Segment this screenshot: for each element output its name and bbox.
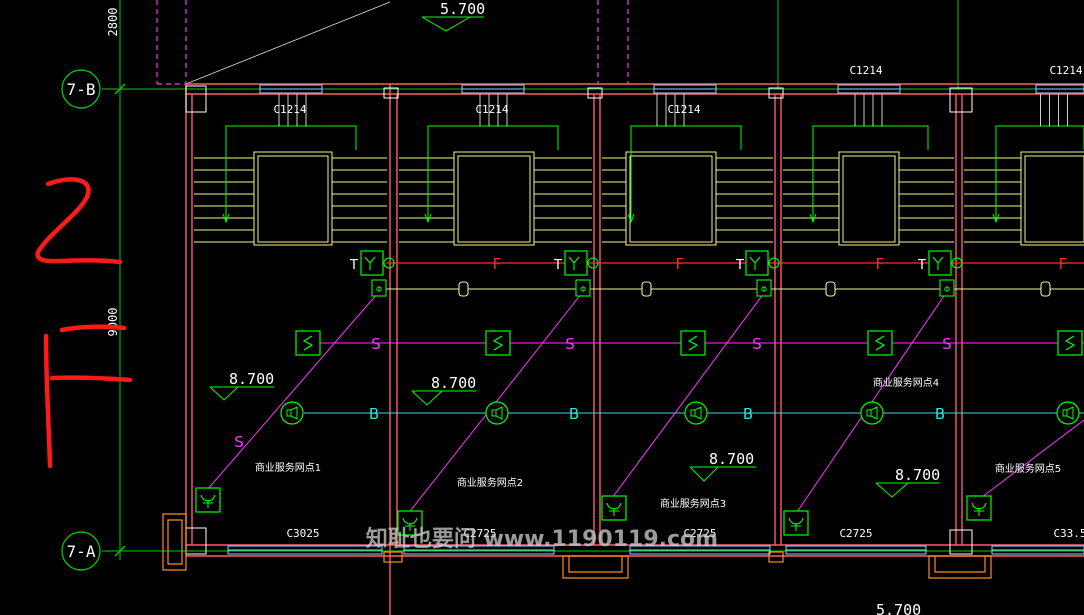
room-label-4: 商业服务网点4 — [873, 376, 939, 389]
alarm-module-icon: Φ — [360, 250, 395, 297]
stairs — [194, 94, 1084, 246]
elevation-marker-room4: 8.700 — [875, 466, 940, 498]
elevation-marker-room2: 8.700 — [411, 374, 476, 406]
alarm-module-icon: Φ — [564, 250, 599, 297]
manual-call-point-icon — [195, 487, 221, 513]
window-label-top-2: C1214 — [475, 103, 508, 116]
fire-label: F — [676, 255, 685, 273]
windows-top — [259, 84, 1084, 94]
broadcast-label: B — [743, 405, 753, 423]
fire-label: F — [876, 255, 885, 273]
speaker-icon — [684, 401, 708, 425]
elevation-marker-bottom: 5.700 — [876, 601, 921, 615]
temp-label: T — [917, 258, 926, 273]
axis-bubble-bottom: 7-A — [61, 531, 101, 571]
smoke-label: S — [371, 335, 381, 353]
smoke-labels: S S S S S — [234, 335, 952, 451]
elevation-marker-room3: 8.700 — [689, 450, 756, 482]
room-label-5: 商业服务网点5 — [995, 462, 1061, 475]
stair-1 — [194, 94, 387, 246]
window-label-bottom-2: C2725 — [463, 527, 496, 540]
smoke-detector-icon — [867, 330, 893, 356]
temp-labels: T T T T — [349, 258, 926, 273]
upper-duct-lines — [156, 0, 629, 85]
axis-bubble-top: 7-B — [61, 69, 101, 109]
window-label-top-1: C1214 — [273, 103, 306, 116]
window-label-bottom-1: C3025 — [286, 527, 319, 540]
fire-label: F — [493, 255, 502, 273]
smoke-detector-icon — [1057, 330, 1083, 356]
smoke-label: S — [565, 335, 575, 353]
smoke-detector-icon — [680, 330, 706, 356]
smoke-detector-icon — [485, 330, 511, 356]
elevation-bottom: 5.700 — [876, 601, 921, 615]
orange-columns — [162, 513, 992, 579]
elevation-top: 5.700 — [440, 0, 485, 18]
elevation-room1: 8.700 — [229, 370, 274, 388]
alarm-module-icon: Φ — [928, 250, 963, 297]
smoke-label: S — [752, 335, 762, 353]
stair-4 — [783, 94, 954, 246]
manual-call-point-icon — [966, 495, 992, 521]
dimension-main: 9000 — [106, 308, 120, 337]
signal-connectors — [458, 281, 1051, 297]
broadcast-labels: B B B B — [369, 405, 945, 423]
speaker-icon — [280, 401, 304, 425]
smoke-label: S — [234, 433, 244, 451]
axis-label-top: 7-B — [67, 80, 96, 99]
elevation-marker-room1: 8.700 — [209, 370, 274, 401]
manual-call-point-icon — [601, 495, 627, 521]
fire-labels: F F F F — [493, 255, 1068, 273]
window-labels-bottom: C3025 C2725 C2725 C2725 C33.5 — [286, 527, 1084, 540]
window-label-bottom-5: C33.5 — [1053, 527, 1084, 540]
temp-label: T — [553, 258, 562, 273]
elevation-room4: 8.700 — [895, 466, 940, 484]
elevation-room3: 8.700 — [709, 450, 754, 468]
fire-label: F — [1059, 255, 1068, 273]
walls — [185, 83, 1084, 615]
room-label-1: 商业服务网点1 — [255, 461, 321, 474]
window-label-top-5: C1214 — [1049, 64, 1082, 77]
svg-text:Φ: Φ — [580, 285, 586, 294]
elevation-room2: 8.700 — [431, 374, 476, 392]
window-label-top-4: C1214 — [849, 64, 882, 77]
manual-call-point-icon — [783, 510, 809, 536]
smoke-detector-icon — [295, 330, 321, 356]
broadcast-label: B — [935, 405, 945, 423]
stair-2 — [399, 94, 592, 246]
room-label-3: 商业服务网点3 — [660, 497, 726, 510]
speaker-icon — [1056, 401, 1080, 425]
dimension-upper: 2800 — [106, 8, 120, 37]
speaker-icon — [485, 401, 509, 425]
axis-label-bottom: 7-A — [67, 542, 96, 561]
broadcast-label: B — [569, 405, 579, 423]
stair-3 — [602, 94, 773, 246]
windows-bottom — [227, 545, 1084, 555]
temp-label: T — [349, 258, 358, 273]
temp-label: T — [735, 258, 744, 273]
svg-text:Φ: Φ — [761, 285, 767, 294]
stair-5 — [964, 94, 1084, 246]
slope-line — [185, 1, 391, 85]
handwritten-floor-annotation — [35, 177, 133, 469]
alarm-module-icon: Φ — [745, 250, 780, 297]
watermark: 知耻也要问 www.1190119.com — [366, 526, 718, 552]
room-labels: 商业服务网点1 商业服务网点2 商业服务网点3 商业服务网点4 商业服务网点5 — [255, 376, 1061, 510]
room-label-2: 商业服务网点2 — [457, 476, 523, 489]
svg-text:Φ: Φ — [944, 285, 950, 294]
svg-text:Φ: Φ — [376, 285, 382, 294]
window-label-bottom-3: C2725 — [683, 527, 716, 540]
broadcast-label: B — [369, 405, 379, 423]
window-label-bottom-4: C2725 — [839, 527, 872, 540]
elevation-marker-top: 5.700 — [421, 0, 485, 32]
manual-call-point-icon — [397, 510, 423, 536]
smoke-label: S — [942, 335, 952, 353]
dimension-ticks — [114, 83, 126, 557]
speaker-icon — [860, 401, 884, 425]
